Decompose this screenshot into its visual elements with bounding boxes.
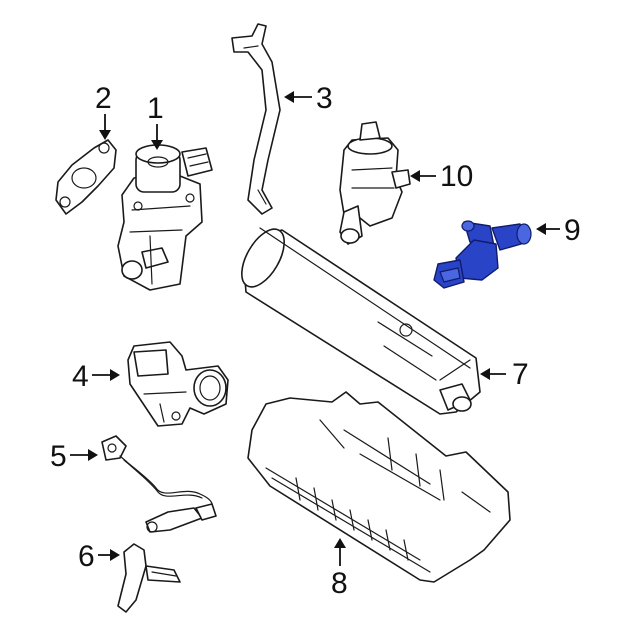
callout-6-arrow — [110, 549, 120, 561]
callout-3-label: 3 — [316, 82, 333, 115]
callout-9-arrow — [536, 223, 546, 235]
callout-4-label: 4 — [72, 360, 89, 393]
callout-6-label: 6 — [78, 540, 95, 573]
part-2-gasket[interactable] — [55, 139, 117, 215]
part-7-canister[interactable] — [233, 222, 481, 415]
callout-5-arrow — [88, 449, 98, 461]
callout-10: 10 — [410, 160, 473, 193]
part-1-egr-valve[interactable] — [117, 144, 213, 291]
part-4-valve-assembly[interactable] — [127, 341, 229, 427]
callout-8-arrow — [334, 538, 346, 548]
part-10-valve[interactable] — [339, 121, 411, 245]
callout-2-arrow — [99, 130, 111, 140]
callout-1-arrow — [151, 140, 163, 150]
part-5-oxygen-sensor[interactable] — [101, 435, 217, 533]
callout-2-label: 2 — [95, 82, 112, 115]
callout-7-arrow — [480, 368, 490, 380]
part-6-sensor[interactable] — [117, 543, 181, 613]
callout-1-label: 1 — [147, 92, 164, 125]
callout-4-arrow — [110, 369, 120, 381]
callout-2: 2 — [95, 82, 112, 140]
callout-3: 3 — [284, 82, 333, 115]
part-8-shield[interactable] — [247, 391, 511, 583]
callout-10-label: 10 — [440, 160, 473, 193]
callout-7-label: 7 — [512, 358, 529, 391]
callout-8: 8 — [331, 538, 348, 600]
callout-1: 1 — [147, 92, 164, 150]
callout-8-label: 8 — [331, 567, 348, 600]
callout-6: 6 — [78, 540, 120, 573]
callout-7: 7 — [480, 358, 529, 391]
callout-9-label: 9 — [564, 214, 581, 247]
part-3-tube[interactable] — [231, 23, 281, 215]
part-9-purge-valve[interactable] — [433, 220, 532, 289]
callout-5: 5 — [50, 440, 98, 473]
callout-4: 4 — [72, 360, 120, 393]
callout-5-label: 5 — [50, 440, 67, 473]
callout-9: 9 — [536, 214, 581, 247]
callout-10-arrow — [410, 170, 420, 182]
callout-3-arrow — [284, 91, 294, 103]
